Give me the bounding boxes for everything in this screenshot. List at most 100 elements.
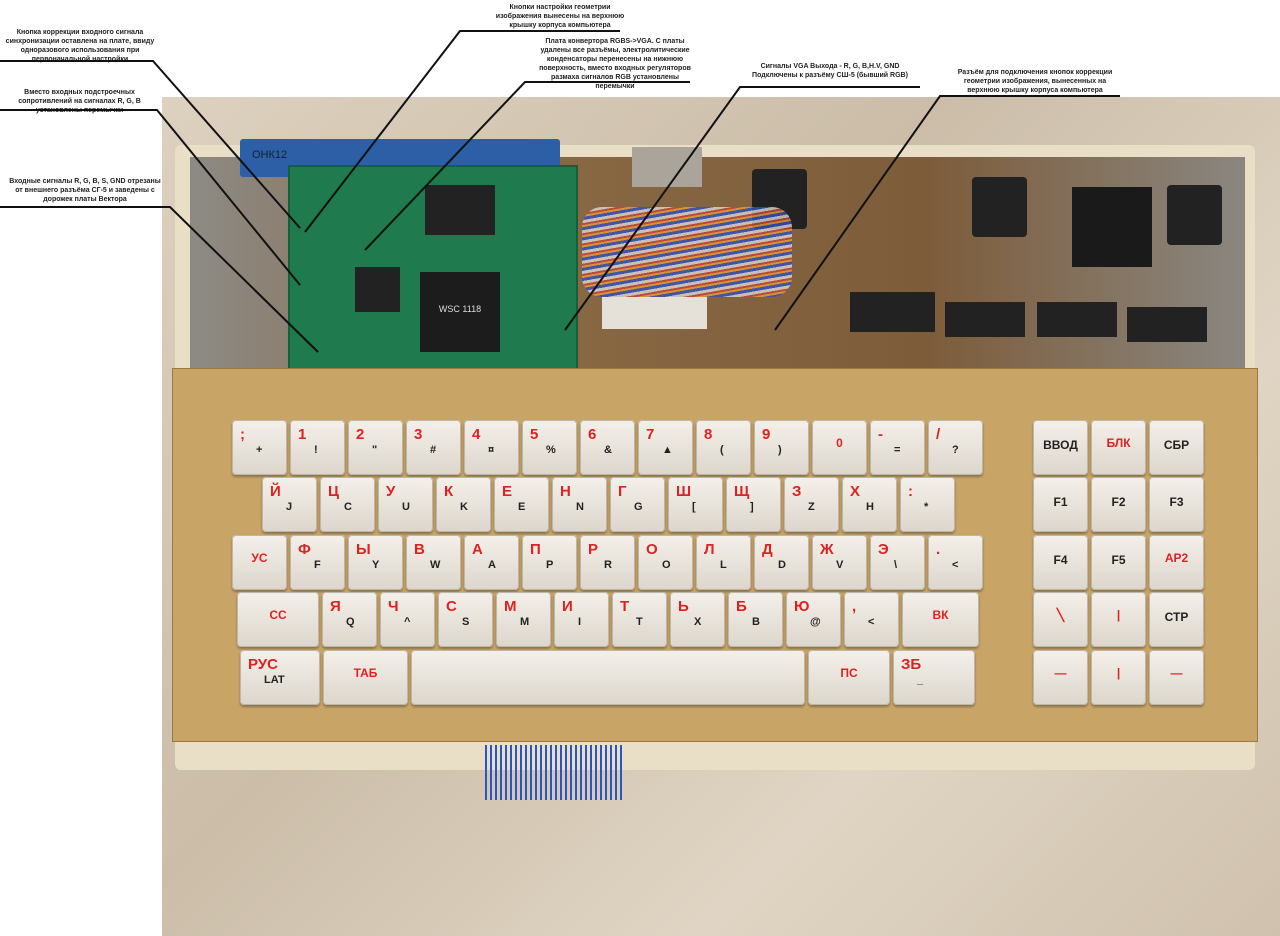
key-legend-cyrillic: : [908,483,913,500]
key[interactable]: Ч^ [380,592,435,647]
key-1-0[interactable]: F1 [1033,477,1088,532]
key-legend-cyrillic: 8 [704,426,713,443]
key-legend-cyrillic: 3 [414,426,423,443]
key-legend-cyrillic: ; [240,426,245,443]
key-legend: F5 [1111,553,1126,567]
key[interactable]: ;+ [232,420,287,475]
key-legend-latin: ^ [404,616,411,628]
key[interactable]: 7▲ [638,420,693,475]
key[interactable]: ВК [902,592,979,647]
chip [1127,307,1207,342]
key-legend: СБР [1163,438,1190,452]
key[interactable]: 1! [290,420,345,475]
key-legend: | [1116,608,1121,622]
key[interactable]: 3# [406,420,461,475]
key-legend-latin: P [546,559,554,571]
key[interactable]: 5% [522,420,577,475]
connector-label: ОНК12 [252,149,288,161]
key[interactable]: 8( [696,420,751,475]
key-2-2[interactable]: АР2 [1149,535,1204,590]
key[interactable]: ТАБ [323,650,408,705]
key[interactable]: ,< [844,592,899,647]
key-legend-latin: G [634,501,643,513]
key-legend-cyrillic: Ч [388,598,399,615]
key[interactable]: :* [900,477,955,532]
key[interactable]: Щ] [726,477,781,532]
key[interactable]: 4¤ [464,420,519,475]
key-legend: F3 [1169,495,1184,509]
key-1-2[interactable]: F3 [1149,477,1204,532]
key-2-1[interactable]: F5 [1091,535,1146,590]
key-legend-latin: < [868,616,875,628]
key[interactable]: Э\ [870,535,925,590]
key[interactable]: ПС [808,650,890,705]
key-4-2[interactable]: — [1149,650,1204,705]
key[interactable]: -= [870,420,925,475]
key[interactable]: УС [232,535,287,590]
key-legend-cyrillic: 6 [588,426,597,443]
key[interactable]: ЗБ_ [893,650,975,705]
key[interactable]: 9) [754,420,809,475]
key-1-1[interactable]: F2 [1091,477,1146,532]
key-legend-latin: < [952,559,959,571]
key-legend-cyrillic: Л [704,541,715,558]
key-4-1[interactable]: | [1091,650,1146,705]
key-0-0[interactable]: ВВОД [1033,420,1088,475]
key-4-0[interactable]: — [1033,650,1088,705]
key[interactable]: .< [928,535,983,590]
key[interactable]: 2" [348,420,403,475]
key[interactable]: /? [928,420,983,475]
key-2-0[interactable]: F4 [1033,535,1088,590]
key[interactable]: 0 [812,420,867,475]
space-key[interactable] [411,650,805,705]
key-legend-latin: E [518,501,526,513]
key-legend: F2 [1111,495,1126,509]
key-legend-latin: [ [692,501,696,513]
key-0-1[interactable]: БЛК [1091,420,1146,475]
key-legend-cyrillic: А [472,541,483,558]
key[interactable]: 6& [580,420,635,475]
key-legend-cyrillic: Э [878,541,889,558]
key-3-0[interactable]: ╲ [1033,592,1088,647]
key-legend: — [1170,666,1183,680]
key-legend-cyrillic: СС [269,608,287,622]
key[interactable]: СС [237,592,319,647]
key[interactable]: Ш[ [668,477,723,532]
key-legend-latin: J [286,501,293,513]
key-legend-cyrillic: / [936,426,941,443]
ribbon-wires [582,207,792,297]
key-0-2[interactable]: СБР [1149,420,1204,475]
key[interactable]: Ю@ [786,592,841,647]
key-3-1[interactable]: | [1091,592,1146,647]
key-3-2[interactable]: СТР [1149,592,1204,647]
chip [1037,302,1117,337]
key-legend-cyrillic: М [504,598,517,615]
